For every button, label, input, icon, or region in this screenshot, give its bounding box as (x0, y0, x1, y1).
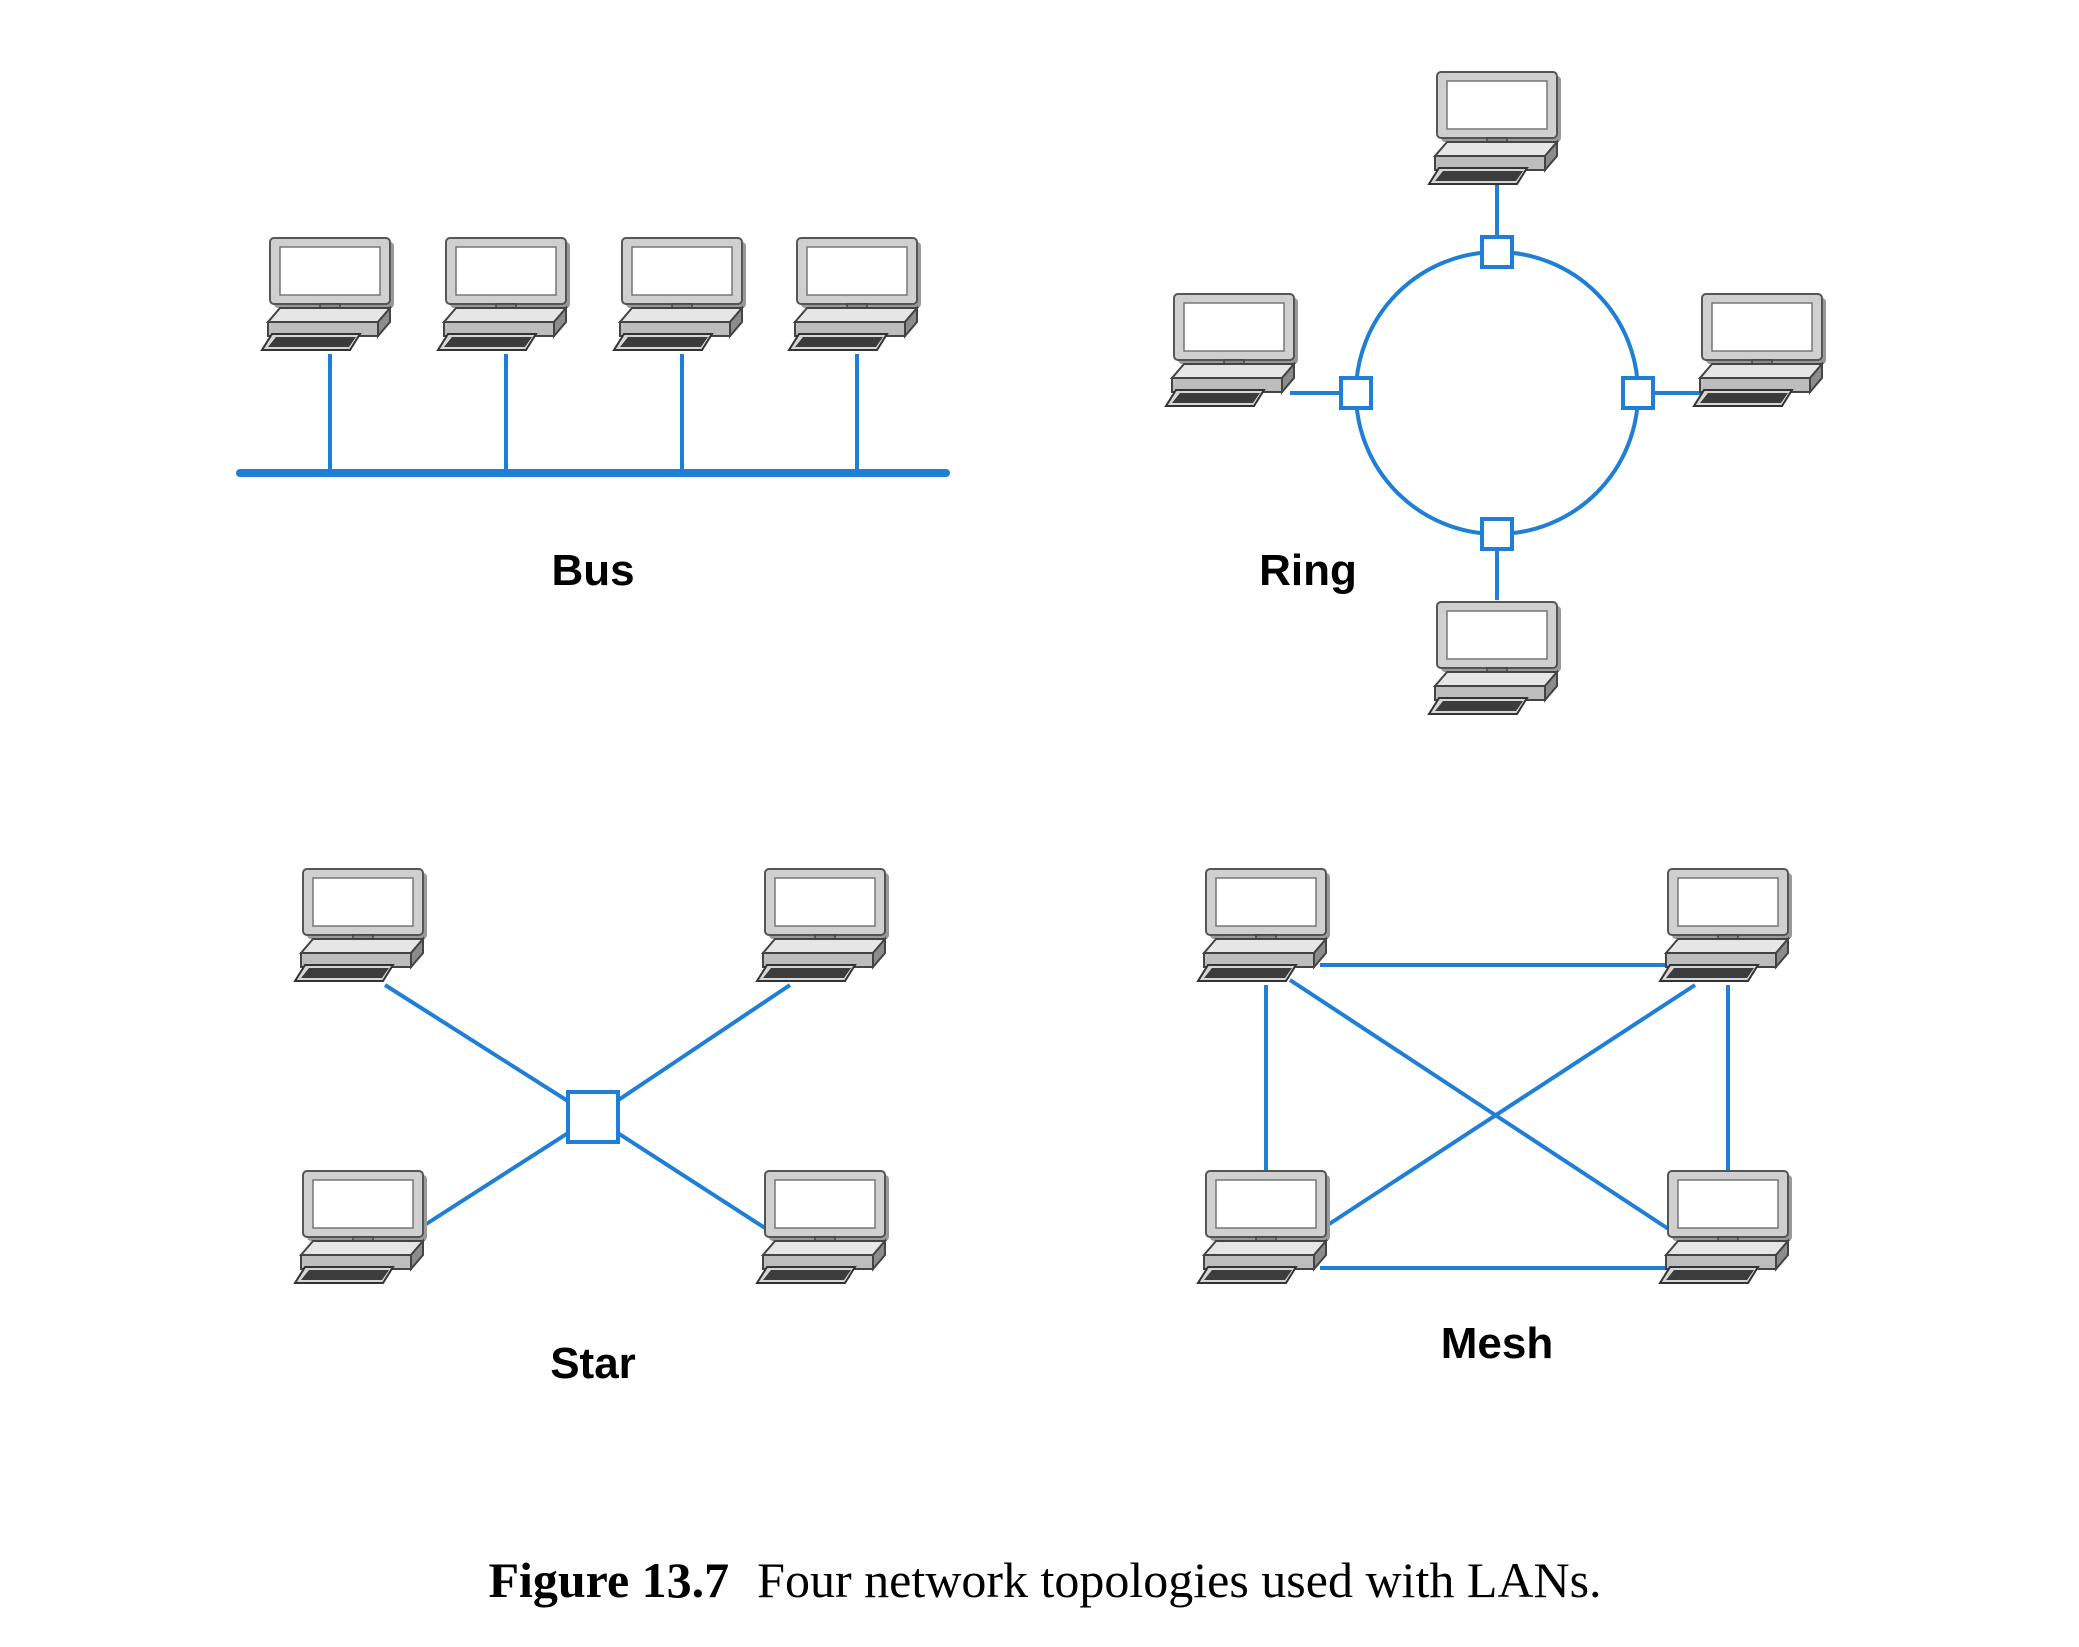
workstation-icon (1659, 868, 1793, 982)
star-label: Star (550, 1339, 636, 1388)
workstation-icon (1693, 293, 1827, 407)
workstation-icon (788, 237, 922, 351)
star-link-bottom-left (418, 1115, 595, 1230)
bus-topology: Bus (236, 237, 950, 595)
workstation-icon (261, 237, 395, 351)
star-link-top-right (591, 983, 792, 1119)
hub-node-icon (1480, 517, 1514, 551)
workstation-icon (437, 237, 571, 351)
workstation-icon (1197, 868, 1331, 982)
mesh-link-diagonal-down (1288, 978, 1672, 1232)
mesh-topology: Mesh (1197, 868, 1793, 1368)
workstation-icon (294, 1170, 428, 1284)
workstation-icon (1165, 293, 1299, 407)
workstation-icon (1428, 601, 1562, 715)
mesh-link-diagonal-up (1318, 983, 1697, 1232)
workstation-icon (294, 868, 428, 982)
figure-caption: Figure 13.7 Four network topologies used … (488, 1552, 1601, 1608)
workstation-icon (1428, 71, 1562, 185)
star-topology: Star (294, 868, 890, 1388)
figure-number: Figure 13.7 (488, 1552, 729, 1608)
star-link-bottom-right (591, 1115, 767, 1230)
star-link-top-left (383, 983, 595, 1119)
workstation-icon (756, 868, 890, 982)
workstation-icon (613, 237, 747, 351)
ring-loop (1354, 250, 1640, 536)
figure-caption-text: Four network topologies used with LANs. (757, 1552, 1601, 1608)
hub-node-icon (566, 1090, 620, 1144)
workstation-icon (756, 1170, 890, 1284)
hub-node-icon (1480, 235, 1514, 269)
bus-label: Bus (551, 546, 634, 595)
workstation-icon (1659, 1170, 1793, 1284)
workstation-icon (1197, 1170, 1331, 1284)
hub-node-icon (1621, 376, 1655, 410)
ring-label: Ring (1259, 546, 1357, 595)
mesh-label: Mesh (1441, 1319, 1553, 1368)
hub-node-icon (1339, 376, 1373, 410)
ring-topology: Ring (1165, 71, 1827, 715)
